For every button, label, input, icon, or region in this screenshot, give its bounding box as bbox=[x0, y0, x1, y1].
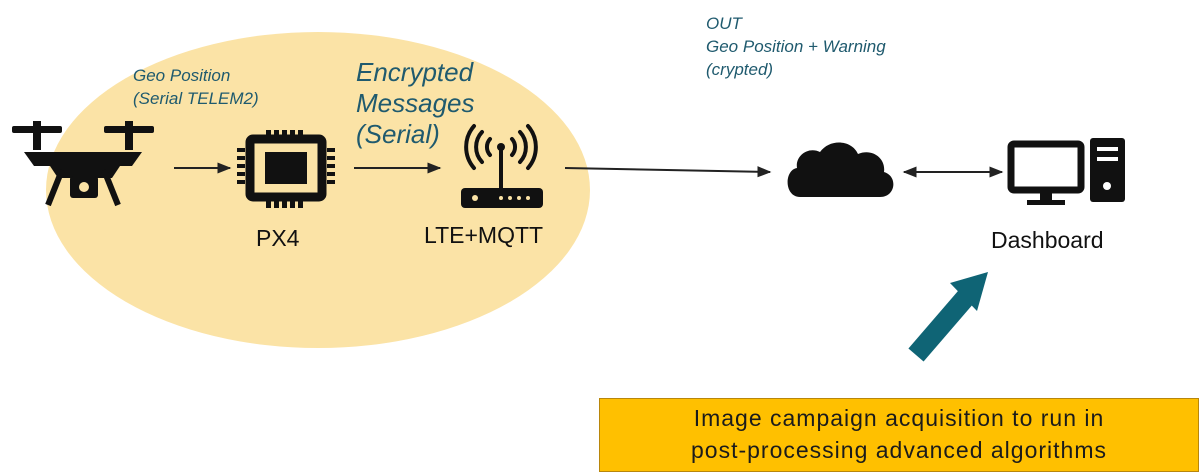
out-line2: Geo Position + Warning bbox=[706, 37, 886, 56]
dashboard-label: Dashboard bbox=[991, 227, 1104, 253]
encrypted-messages-label: Encrypted Messages (Serial) bbox=[356, 57, 475, 150]
encrypted-line1: Encrypted bbox=[356, 57, 474, 87]
router-label: LTE+MQTT bbox=[424, 222, 544, 248]
chip-icon bbox=[237, 130, 335, 208]
out-line3: (crypted) bbox=[706, 60, 774, 79]
drone-icon bbox=[12, 121, 154, 207]
out-label: OUT Geo Position + Warning (crypted) bbox=[706, 12, 886, 81]
upward-arrow bbox=[908, 272, 988, 362]
out-line1: OUT bbox=[706, 14, 742, 33]
geo-position-line2: (Serial TELEM2) bbox=[133, 89, 259, 108]
callout-line2: post-processing advanced algorithms bbox=[691, 437, 1107, 463]
arrow-router-to-cloud bbox=[564, 166, 772, 178]
callout-box: Image campaign acquisition to run in pos… bbox=[599, 398, 1199, 472]
encrypted-line2: Messages bbox=[356, 88, 475, 118]
router-icon bbox=[461, 124, 543, 208]
geo-position-label: Geo Position (Serial TELEM2) bbox=[133, 64, 259, 110]
desktop-computer-icon bbox=[1007, 138, 1125, 205]
geo-position-line1: Geo Position bbox=[133, 66, 231, 85]
encrypted-line3: (Serial) bbox=[356, 119, 440, 149]
cloud-icon bbox=[787, 142, 894, 197]
px4-label: PX4 bbox=[256, 225, 300, 251]
callout-line1: Image campaign acquisition to run in bbox=[693, 405, 1105, 431]
